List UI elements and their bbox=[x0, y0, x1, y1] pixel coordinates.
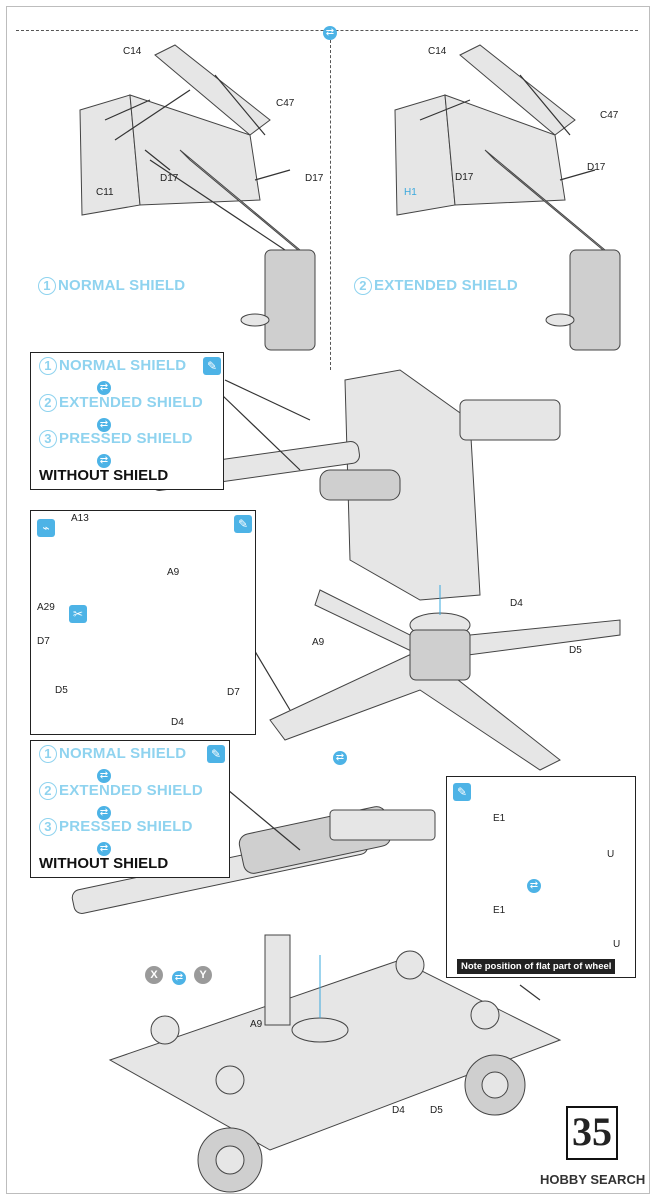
swap-icon: ⇄ bbox=[97, 765, 111, 783]
step-number: 35 bbox=[566, 1106, 618, 1160]
normal-shield-illustration bbox=[79, 44, 316, 351]
label-d4: D4 bbox=[510, 598, 523, 609]
swap-icon: ⇄ bbox=[97, 802, 111, 820]
label-e1: E1 bbox=[493, 905, 506, 916]
swap-icon: ⇄ bbox=[97, 450, 111, 468]
flat-wheel-note: Note position of flat part of wheel bbox=[457, 959, 616, 974]
label-c11: C11 bbox=[96, 187, 114, 198]
extended-shield-illustration bbox=[394, 44, 621, 351]
label-d7: D7 bbox=[37, 636, 50, 647]
label-a9: A9 bbox=[312, 637, 325, 648]
tool-icon: ✎ bbox=[234, 515, 252, 533]
label-d5: D5 bbox=[569, 645, 582, 656]
swap-icon: ⇄ bbox=[97, 414, 111, 432]
marker-x: X bbox=[145, 965, 163, 984]
label-d4: D4 bbox=[392, 1105, 405, 1116]
label-c14: C14 bbox=[123, 46, 142, 57]
marker-y: Y bbox=[194, 965, 212, 984]
label-d17: D17 bbox=[587, 162, 606, 173]
cut-icon: ✂ bbox=[69, 605, 87, 623]
label-c47: C47 bbox=[600, 110, 619, 121]
watermark-brand: HOBBY SEARCH bbox=[540, 1172, 646, 1187]
option-without-shield: WITHOUT SHIELD bbox=[39, 467, 169, 484]
swap-icon: ⇄ bbox=[333, 747, 347, 765]
cruciform-mount-illustration bbox=[269, 585, 621, 771]
label-u: U bbox=[613, 939, 621, 950]
label-a13: A13 bbox=[71, 513, 89, 524]
tool-icon: ✎ bbox=[203, 357, 221, 375]
swap-icon: ⇄ bbox=[527, 875, 541, 893]
glue-icon: ⌁ bbox=[37, 519, 55, 537]
label-d17: D17 bbox=[455, 172, 474, 183]
label-d7: D7 bbox=[227, 687, 240, 698]
label-u: U bbox=[607, 849, 615, 860]
swap-icon: ⇄ bbox=[172, 967, 186, 985]
tool-icon: ✎ bbox=[453, 783, 471, 801]
label-c14: C14 bbox=[428, 46, 447, 57]
label-h1: H1 bbox=[404, 187, 417, 198]
label-a9: A9 bbox=[250, 1019, 263, 1030]
label-d17: D17 bbox=[160, 173, 179, 184]
label-c47: C47 bbox=[276, 98, 295, 109]
label-e1: E1 bbox=[493, 813, 506, 824]
label-a29: A29 bbox=[37, 602, 55, 613]
page-frame bbox=[6, 6, 650, 1194]
label-d4: D4 bbox=[171, 717, 184, 728]
label-d5: D5 bbox=[55, 685, 68, 696]
option-without-shield: WITHOUT SHIELD bbox=[39, 855, 169, 872]
label-a9: A9 bbox=[167, 567, 180, 578]
center-divider bbox=[330, 40, 331, 370]
swap-icon: ⇄ bbox=[97, 377, 111, 395]
swap-icon: ⇄ bbox=[323, 22, 337, 40]
wheel-detail-box: ✎ E1 U ⇄ E1 U Note position of flat part… bbox=[446, 776, 636, 978]
tool-icon: ✎ bbox=[207, 745, 225, 763]
a9-detail-box: ⌁ ✎ ✂ A13 A9 A29 D7 D5 D7 D4 bbox=[30, 510, 256, 735]
label-d17: D17 bbox=[305, 173, 324, 184]
swap-icon: ⇄ bbox=[97, 838, 111, 856]
label-d5: D5 bbox=[430, 1105, 443, 1116]
